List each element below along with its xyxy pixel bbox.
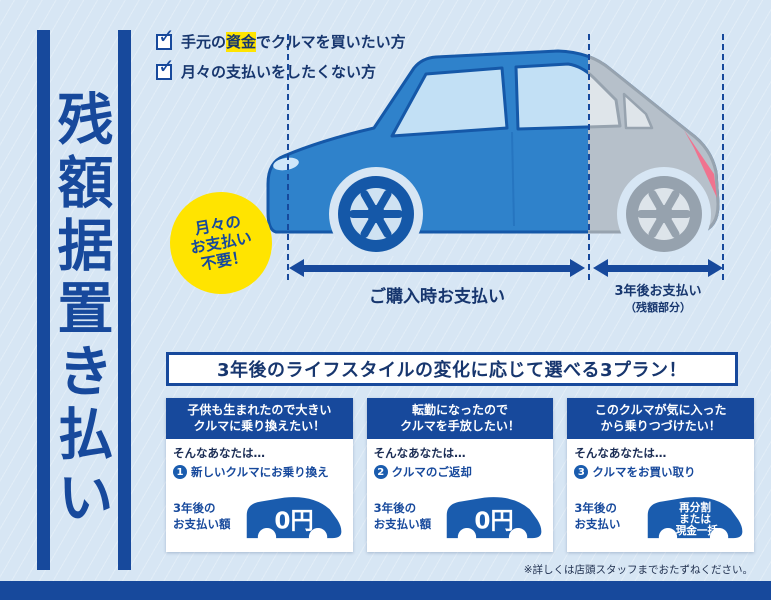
checklist-item-1: ✓ 手元の資金でクルマを買いたい方 xyxy=(156,26,406,52)
plan-3-body: そんなあなたは… 3 クルマをお買い取り 3年後の お支払い xyxy=(567,439,754,552)
plan-1-pay-label-line-1: 3年後の xyxy=(173,501,216,516)
plan-1-pay-label-line-2: お支払い額 xyxy=(173,516,231,531)
checklist-item-2: ✓ 月々の支払いをしたくない方 xyxy=(156,56,406,82)
title-bar-left xyxy=(37,30,50,570)
checklist-item-1-highlight: 資金 xyxy=(226,32,257,52)
plan-2-header: 転勤になったので クルマを手放したい！ xyxy=(366,398,554,440)
plan-2-amount: 0円 xyxy=(475,509,514,535)
car-rear-wheel xyxy=(626,176,702,252)
plan-1-payment: 3年後の お支払い額 0円 xyxy=(173,484,346,545)
checklist-item-1-post: でクルマを買いたい方 xyxy=(256,33,406,51)
check-icon: ✓ xyxy=(158,23,175,48)
number-2-icon: 2 xyxy=(373,465,388,480)
residual-label-sub: （残額部分） xyxy=(625,301,691,314)
arrow-head-right-icon xyxy=(570,259,585,277)
plan-2-action: 2 クルマのご返却 xyxy=(373,464,547,480)
plan-2-pay-label-line-2: お支払い額 xyxy=(373,516,432,531)
plan-1-action-label: 新しいクルマにお乗り換え xyxy=(191,465,329,480)
title-bar-right xyxy=(118,30,131,570)
plan-1-header: 子供も生まれたので大きい クルマに乗り換えたい！ xyxy=(166,398,353,440)
dashed-line-front xyxy=(287,34,289,280)
arrow-shaft xyxy=(608,264,708,272)
bottom-bar xyxy=(0,581,771,600)
plan-2-body: そんなあなたは… 2 クルマのご返却 3年後の お支払い額 0円 xyxy=(367,439,554,552)
dashed-line-residual-split xyxy=(588,34,590,280)
plan-3-action-label: クルマをお買い取り xyxy=(592,465,696,480)
plan-cards: 子供も生まれたので大きい クルマに乗り換えたい！ そんなあなたは… 1 新しいク… xyxy=(166,398,755,553)
plan-3-amount: 再分割 または 現金一括 xyxy=(676,501,719,537)
plan-3-header-line-2: から乗りつづけたい！ xyxy=(600,418,721,433)
plan-3-pay-label: 3年後の お支払い xyxy=(574,501,620,544)
plan-2-header-line-1: 転勤になったので xyxy=(412,403,509,417)
plan-3-pay-label-line-1: 3年後の xyxy=(574,501,617,516)
footnote: ※詳しくは店頭スタッフまでおたずねください。 xyxy=(523,564,753,576)
purchase-payment-arrow xyxy=(289,259,585,277)
plan-2-pay-label: 3年後の お支払い額 xyxy=(374,501,432,544)
plan-card-3: このクルマが気に入った から乗りつづけたい！ そんなあなたは… 3 クルマをお買… xyxy=(567,398,755,553)
target-audience-checklist: ✓ 手元の資金でクルマを買いたい方 ✓ 月々の支払いをしたくない方 xyxy=(156,26,406,91)
plan-1-body: そんなあなたは… 1 新しいクルマにお乗り換え 3年後の お支払い額 0円 xyxy=(166,439,353,552)
car-quarter-window xyxy=(622,92,654,130)
plan-1-header-line-2: クルマに乗り換えたい！ xyxy=(193,418,326,433)
car-front-window xyxy=(390,66,509,138)
residual-payment-label: 3年後お支払い （残額部分） xyxy=(593,280,723,315)
car-door-seam xyxy=(511,131,515,227)
car-headlight xyxy=(273,157,299,171)
residual-payment-arrow xyxy=(593,259,723,277)
plan-2-header-line-2: クルマを手放したい！ xyxy=(400,418,520,433)
checklist-item-1-pre: 手元の xyxy=(181,33,227,51)
plan-3-header: このクルマが気に入った から乗りつづけたい！ xyxy=(567,398,755,440)
plans-banner: 3年後のライフスタイルの変化に応じて選べる3プラン！ xyxy=(166,352,738,386)
plan-2-lead: そんなあなたは… xyxy=(373,446,466,461)
plan-2-action-label: クルマのご返却 xyxy=(391,465,472,480)
residual-label-main: 3年後お支払い xyxy=(614,284,702,299)
car-front-wheel xyxy=(338,176,414,252)
checklist-item-2-label: 月々の支払いをしたくない方 xyxy=(181,63,377,81)
plan-3-pay-label-line-2: お支払い xyxy=(574,516,621,531)
plan-3-action: 3 クルマをお買い取り xyxy=(574,464,747,480)
plan-1-action: 1 新しいクルマにお乗り換え xyxy=(173,464,346,480)
arrow-head-left-icon xyxy=(593,259,608,277)
purchase-payment-label: ご購入時お支払い xyxy=(369,287,505,307)
plan-3-lead: そんなあなたは… xyxy=(574,446,667,461)
number-1-icon: 1 xyxy=(173,465,187,480)
arrow-head-left-icon xyxy=(289,259,304,277)
plan-card-1: 子供も生まれたので大きい クルマに乗り換えたい！ そんなあなたは… 1 新しいク… xyxy=(166,398,353,553)
plan-2-pay-label-line-1: 3年後の xyxy=(373,501,417,516)
checkbox: ✓ xyxy=(156,26,175,50)
plan-1-lead: そんなあなたは… xyxy=(173,446,265,461)
van-icon: 0円 xyxy=(246,497,342,545)
plan-2-payment: 3年後の お支払い額 0円 xyxy=(374,484,547,545)
plan-3-header-line-1: このクルマが気に入った xyxy=(594,403,727,417)
plan-1-header-line-1: 子供も生まれたので大きい xyxy=(187,403,332,417)
arrow-shaft xyxy=(304,264,570,272)
plan-1-pay-label: 3年後の お支払い額 xyxy=(173,501,231,544)
plan-1-amount: 0円 xyxy=(274,509,313,535)
checkbox: ✓ xyxy=(156,56,175,80)
car-illustration xyxy=(266,49,720,256)
plan-card-2: 転勤になったので クルマを手放したい！ そんなあなたは… 2 クルマのご返却 3… xyxy=(366,398,554,553)
vertical-page-title: 残額据置き払い xyxy=(48,89,113,531)
arrow-head-right-icon xyxy=(708,259,723,277)
van-icon: 0円 xyxy=(447,497,542,545)
van-icon: 再分割 または 現金一括 xyxy=(647,497,743,545)
checklist-item-1-label: 手元の資金でクルマを買いたい方 xyxy=(181,31,406,52)
number-3-icon: 3 xyxy=(574,465,589,480)
plan-3-payment: 3年後の お支払い 再分割 または 現金一括 xyxy=(574,484,747,545)
dashed-line-rear xyxy=(722,34,724,280)
check-icon: ✓ xyxy=(158,53,175,78)
